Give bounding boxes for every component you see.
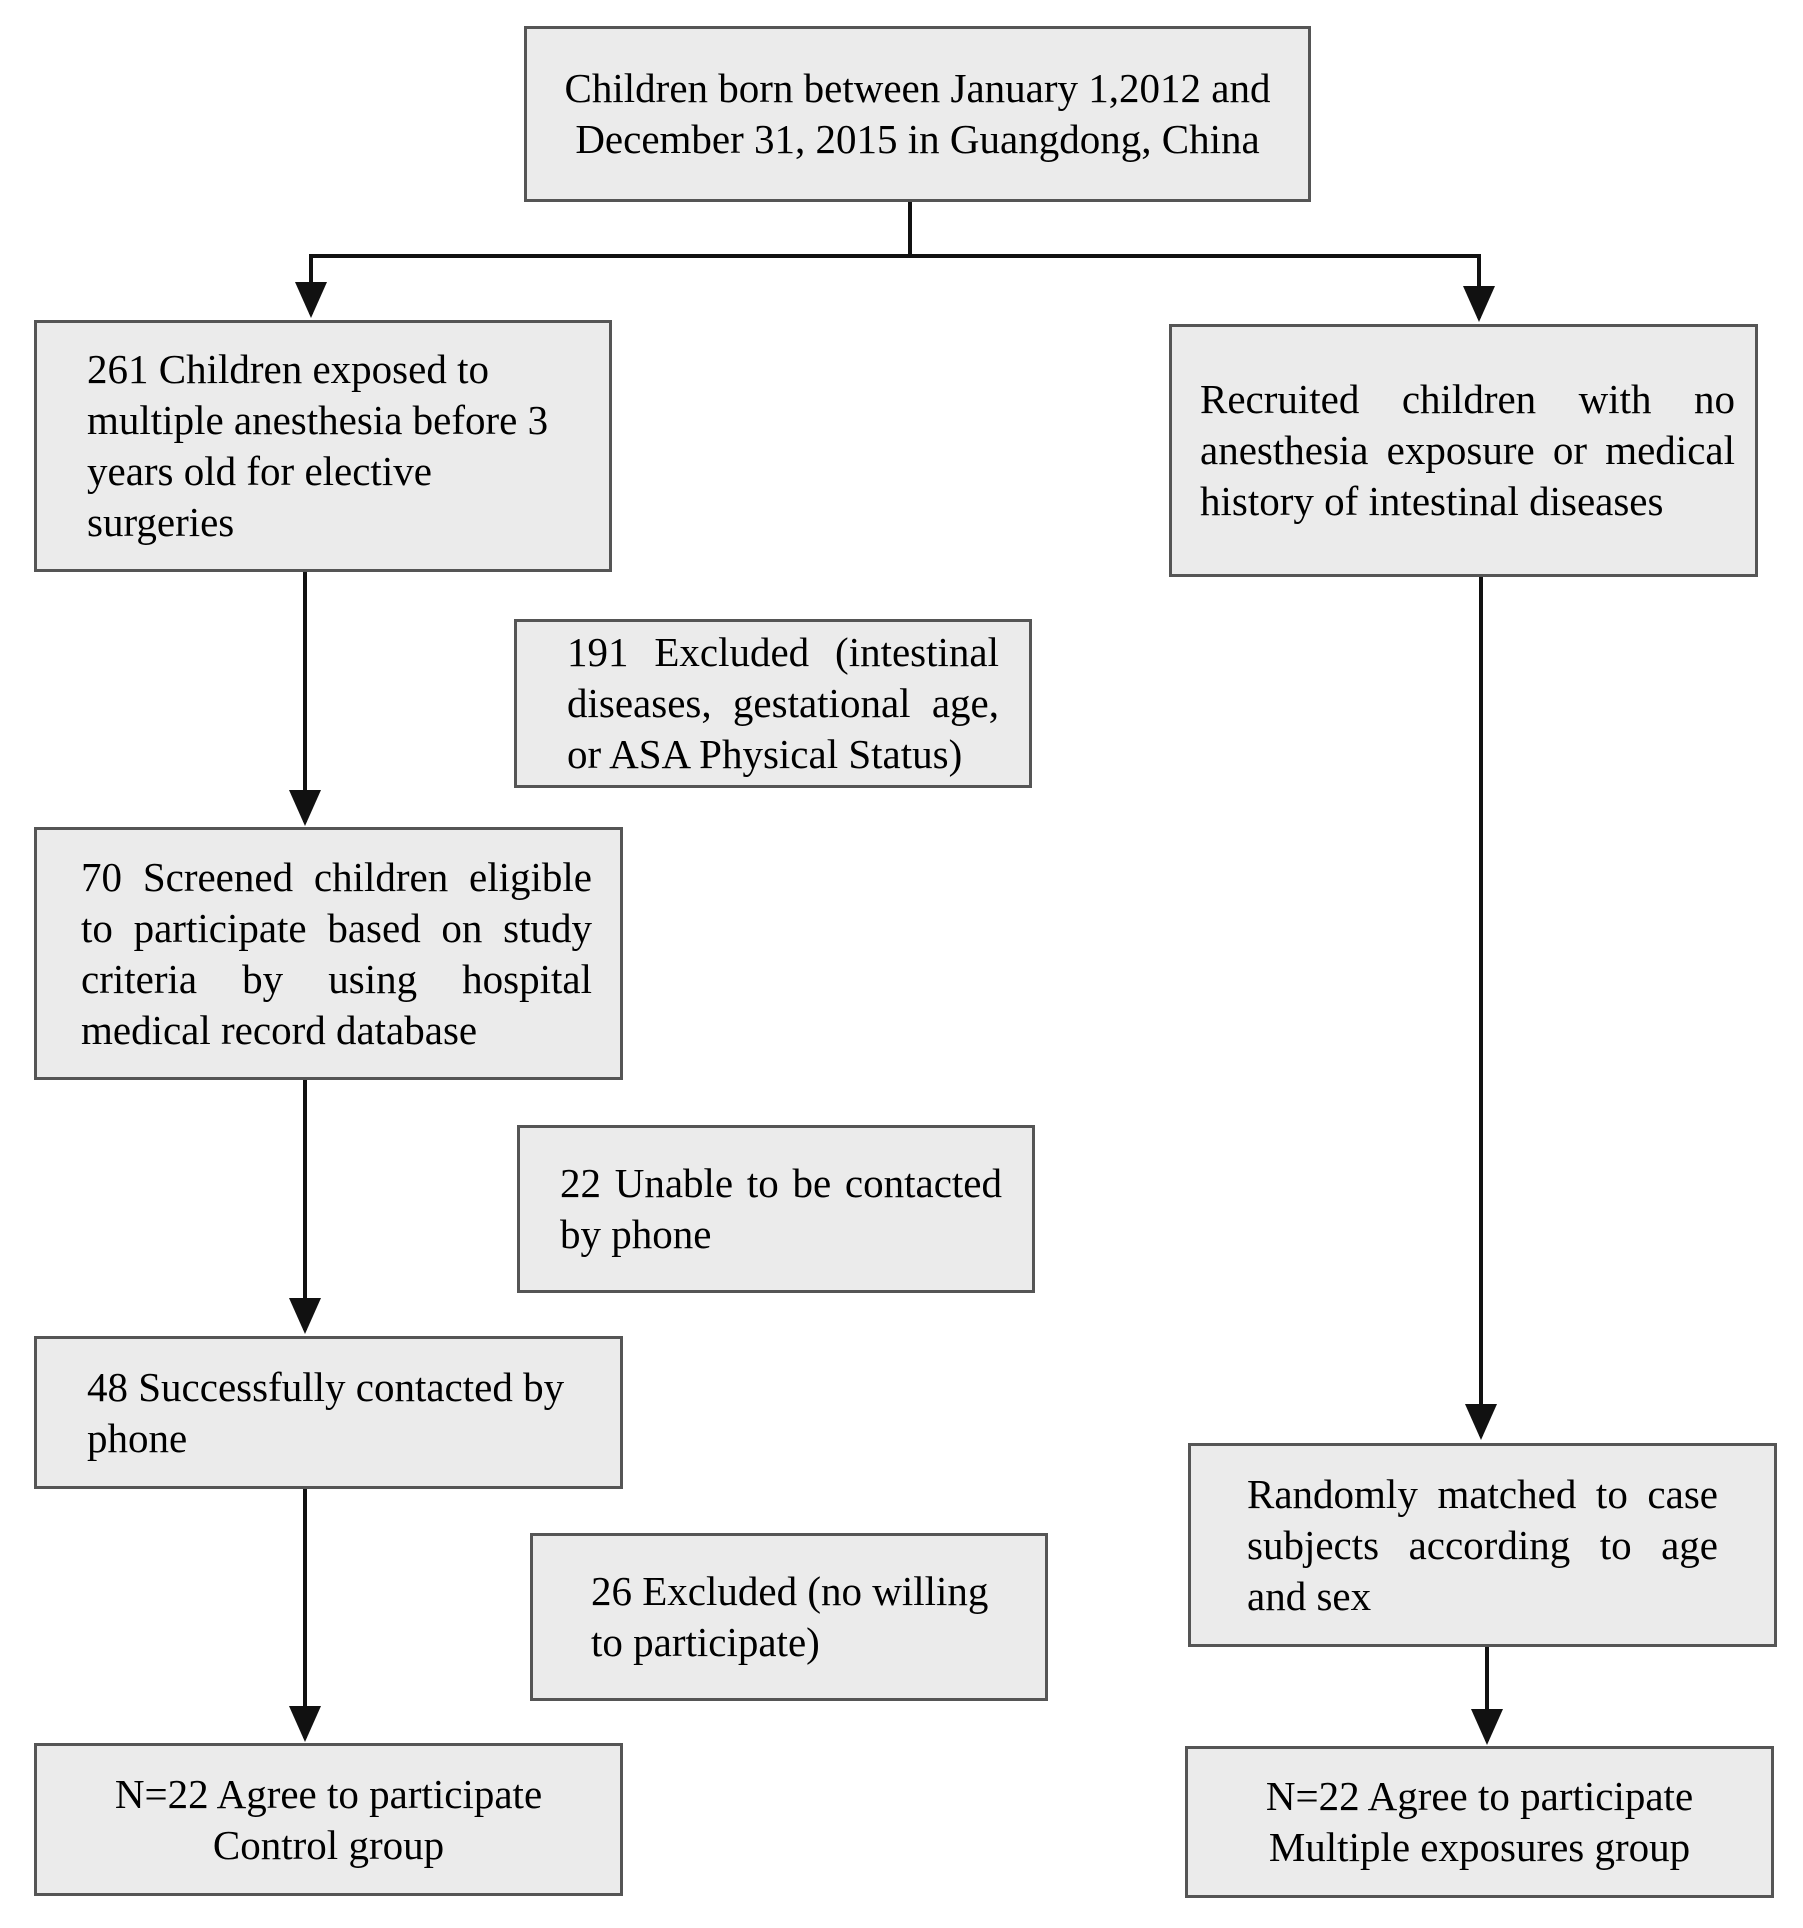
screened-eligible-text: 70 Screened children eligible to partici… bbox=[81, 853, 592, 1053]
exposed-children-text: 261 Children exposed to multiple anesthe… bbox=[87, 346, 549, 545]
randomly-matched-text: Randomly matched to case subjects accord… bbox=[1247, 1470, 1718, 1619]
excluded-191-text: 191 Excluded (intestinal diseases, gesta… bbox=[567, 629, 999, 777]
top-population-text: Children born between January 1,2012 and… bbox=[564, 65, 1271, 162]
randomly-matched-box: Randomly matched to case subjects accord… bbox=[1188, 1443, 1777, 1647]
screened-eligible-box: 70 Screened children eligible to partici… bbox=[34, 827, 623, 1080]
excluded-26-box: 26 Excluded (no willing to participate) bbox=[530, 1533, 1048, 1701]
contacted-box: 48 Successfully contacted by phone bbox=[34, 1336, 623, 1489]
recruited-children-box: Recruited children with no anesthesia ex… bbox=[1169, 324, 1758, 577]
unable-contact-box: 22 Unable to be contacted by phone bbox=[517, 1125, 1035, 1293]
control-group-final-box: N=22 Agree to participate Control group bbox=[34, 1743, 623, 1896]
top-population-box: Children born between January 1,2012 and… bbox=[524, 26, 1311, 202]
control-group-final-text: N=22 Agree to participate Control group bbox=[114, 1770, 543, 1868]
exposures-group-final-box: N=22 Agree to participate Multiple expos… bbox=[1185, 1746, 1774, 1898]
excluded-191-box: 191 Excluded (intestinal diseases, gesta… bbox=[514, 619, 1032, 788]
recruited-children-text: Recruited children with no anesthesia ex… bbox=[1200, 376, 1735, 524]
exposed-children-box: 261 Children exposed to multiple anesthe… bbox=[34, 320, 612, 572]
excluded-26-text: 26 Excluded (no willing to participate) bbox=[591, 1568, 989, 1665]
contacted-text: 48 Successfully contacted by phone bbox=[87, 1363, 565, 1461]
exposures-group-final-text: N=22 Agree to participate Multiple expos… bbox=[1265, 1773, 1694, 1870]
unable-contact-text: 22 Unable to be contacted by phone bbox=[560, 1160, 1002, 1257]
